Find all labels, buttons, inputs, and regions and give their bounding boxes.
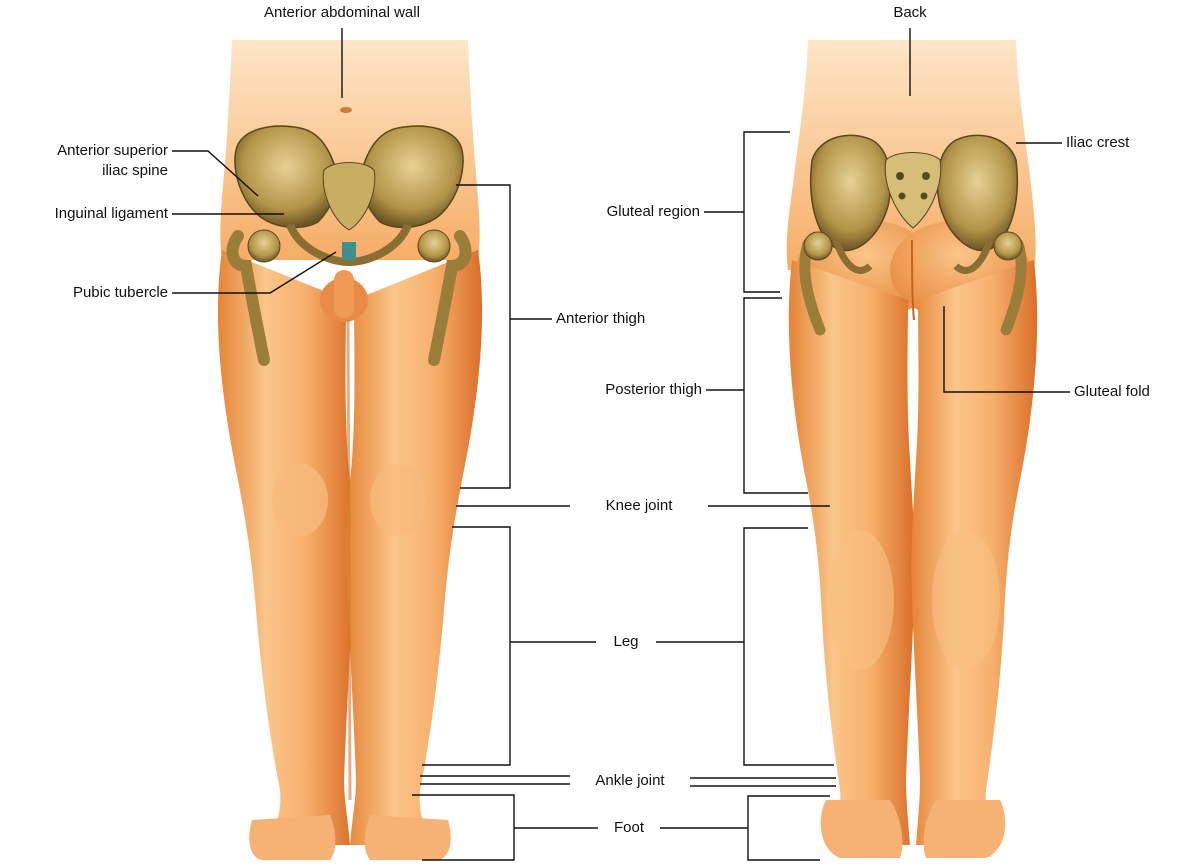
label-ankle-joint: Ankle joint (572, 772, 688, 790)
label-anterior-superior-iliac-spine-line-2: iliac spine (4, 162, 168, 180)
label-gluteal-region: Gluteal region (540, 203, 700, 221)
label-inguinal-ligament: Inguinal ligament (0, 205, 168, 223)
bracket-gluteal-region (704, 132, 790, 292)
label-gluteal-fold: Gluteal fold (1074, 383, 1184, 401)
label-anterior-superior-iliac-spine-line-1: Anterior superior (4, 142, 168, 160)
label-back: Back (870, 4, 950, 22)
label-pubic-tubercle: Pubic tubercle (0, 284, 168, 302)
bracket-leg-right (656, 528, 834, 765)
label-foot: Foot (600, 819, 658, 837)
label-iliac-crest: Iliac crest (1066, 134, 1176, 152)
label-posterior-thigh: Posterior thigh (540, 381, 702, 399)
label-anterior-abdominal-wall: Anterior abdominal wall (222, 4, 462, 22)
label-anterior-thigh: Anterior thigh (556, 310, 696, 328)
bracket-foot-right (660, 796, 830, 860)
label-leg: Leg (598, 633, 654, 651)
leader-ankle-left (420, 776, 570, 784)
leader-ankle-right (690, 778, 836, 786)
label-knee-joint: Knee joint (572, 497, 706, 515)
